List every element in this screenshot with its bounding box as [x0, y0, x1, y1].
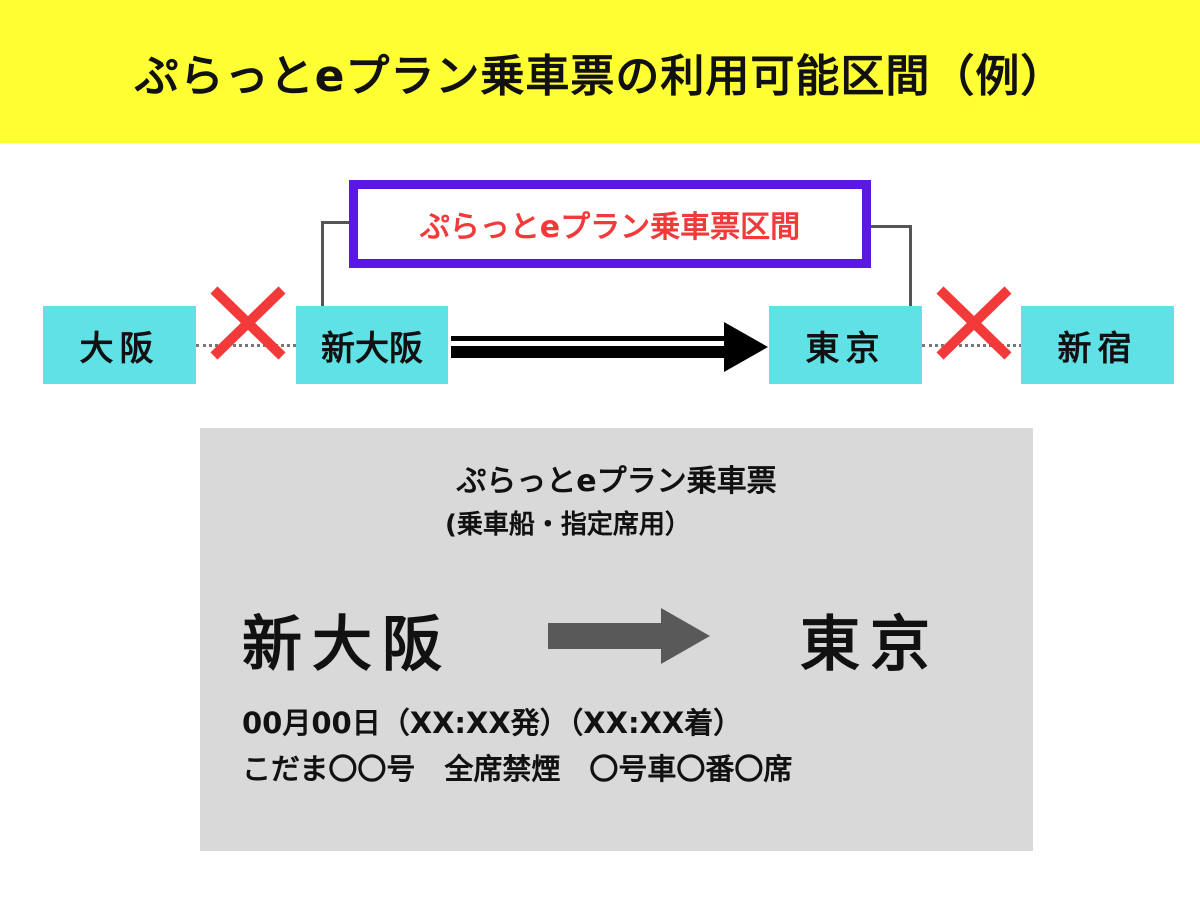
station-tokyo: 東京 — [769, 306, 922, 384]
dotted-line-right — [922, 344, 1022, 347]
bracket-left-horizontal — [321, 221, 351, 224]
title-banner: ぷらっとeプラン乗車票の利用可能区間（例） — [0, 0, 1200, 143]
station-label: 新大阪 — [321, 328, 423, 369]
ticket-date-line: 00月00日（XX:XX発）（XX:XX着） — [242, 706, 743, 740]
plan-section-box: ぷらっとeプラン乗車票区間 — [349, 180, 871, 268]
section-label: ぷらっとeプラン乗車票区間 — [419, 210, 801, 245]
station-label: 東京 — [805, 328, 886, 369]
station-label: 新宿 — [1057, 328, 1138, 369]
bracket-right-vertical — [909, 225, 912, 306]
station-shinjuku: 新宿 — [1021, 306, 1174, 384]
ticket-sample: ぷらっとeプラン乗車票 (乗車船・指定席用） 新大阪 東京 00月00日（XX:… — [200, 428, 1033, 851]
station-shin-osaka: 新大阪 — [296, 306, 448, 384]
ticket-train-line: こだま〇〇号 全席禁煙 〇号車〇番〇席 — [242, 752, 793, 786]
dotted-line-left — [196, 344, 296, 347]
route-arrow — [451, 322, 768, 372]
ticket-to: 東京 — [800, 610, 940, 680]
ticket-from: 新大阪 — [242, 610, 452, 680]
bracket-right-horizontal — [869, 225, 912, 228]
ticket-arrow-icon — [548, 608, 710, 664]
cross-icon — [936, 286, 1012, 360]
ticket-heading: ぷらっとeプラン乗車票 — [456, 464, 777, 499]
cross-icon — [210, 286, 286, 360]
page-title: ぷらっとeプラン乗車票の利用可能区間（例） — [134, 50, 1066, 102]
ticket-subheading: (乗車船・指定席用） — [445, 510, 691, 540]
bracket-left-vertical — [321, 221, 324, 306]
station-osaka: 大阪 — [43, 306, 196, 384]
station-label: 大阪 — [79, 328, 160, 369]
